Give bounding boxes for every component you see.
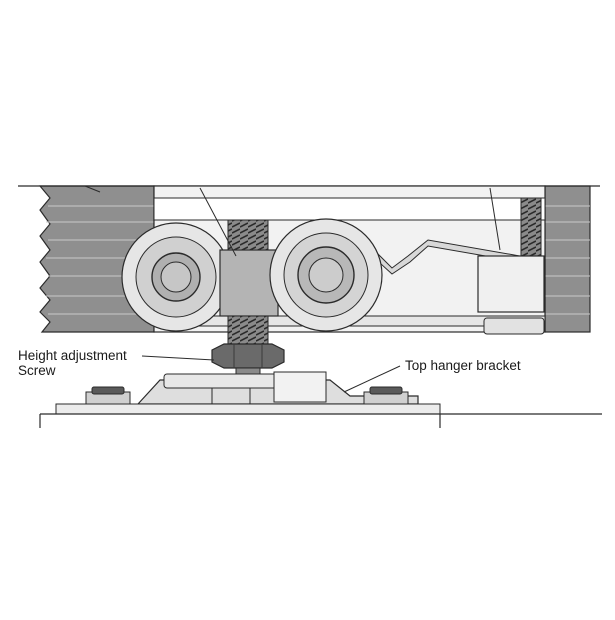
right-roller-wheel xyxy=(269,218,383,332)
right-adjust-screw xyxy=(477,197,545,335)
right-track-profile xyxy=(544,185,591,333)
leader-line-top-left xyxy=(199,187,237,257)
leader-line-top-hanger xyxy=(343,365,401,393)
top-hanger-bracket xyxy=(136,371,419,405)
centre-axle-block xyxy=(219,219,279,345)
right-mounting-screw xyxy=(363,386,409,405)
height-adjustment-label-line2: Screw xyxy=(18,363,56,378)
height-adjustment-label: Height adjustment Screw xyxy=(18,348,127,378)
top-hanger-bracket-label: Top hanger bracket xyxy=(405,358,521,373)
leader-line-height-adjustment xyxy=(141,355,215,361)
height-adjustment-label-line1: Height adjustment xyxy=(18,348,127,363)
door-top-plate xyxy=(39,403,602,428)
leader-line-top-right xyxy=(489,187,501,251)
left-mounting-screw xyxy=(85,386,131,405)
left-roller-wheel xyxy=(121,222,231,332)
height-adjustment-nut xyxy=(211,343,285,379)
